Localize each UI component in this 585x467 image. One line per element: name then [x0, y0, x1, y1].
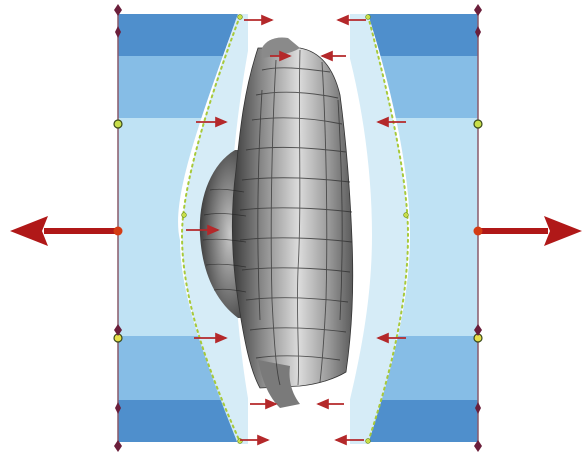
control-point-icon [474, 120, 482, 128]
big-arrow-left [10, 216, 123, 246]
pivot-dot-right [474, 227, 483, 236]
control-point-icon [114, 120, 122, 128]
arrow-left-icon [10, 216, 48, 246]
mesh-body [232, 48, 352, 388]
arrow-right-icon [544, 216, 582, 246]
pivot-dot-left [114, 227, 123, 236]
big-arrow-right [474, 216, 583, 246]
